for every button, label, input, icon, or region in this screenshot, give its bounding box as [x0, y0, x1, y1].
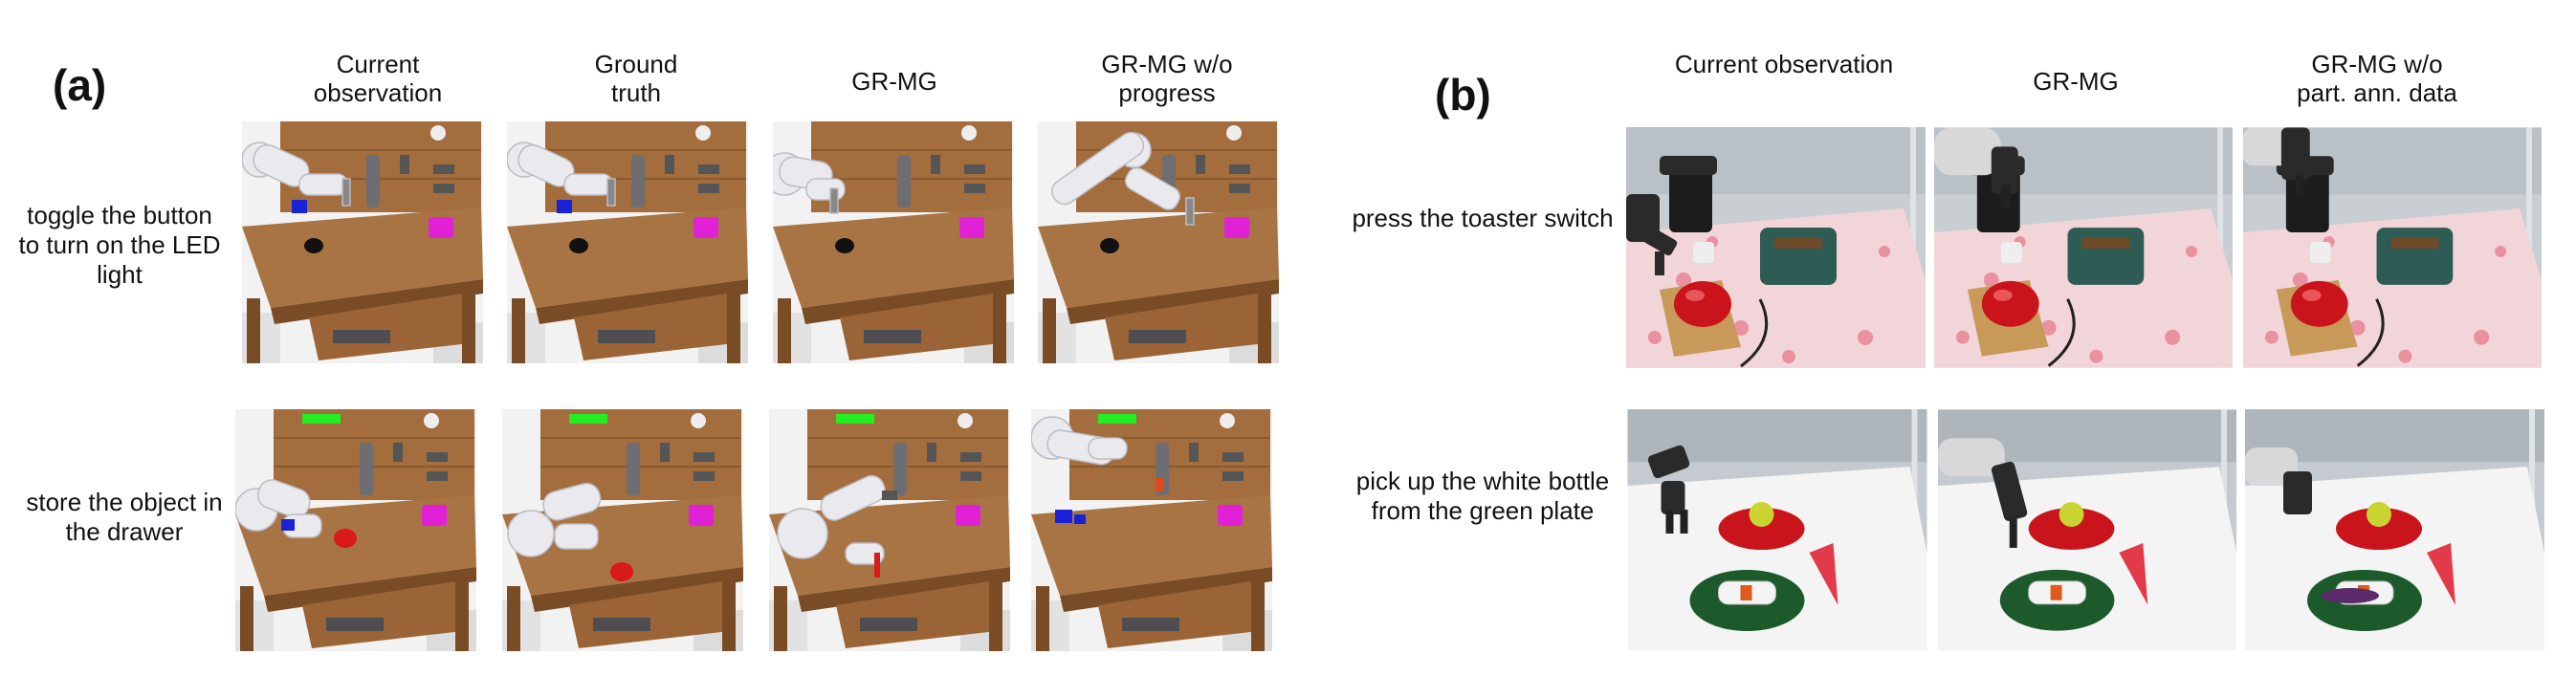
sim-frame-a-r1-gr-mg	[773, 121, 1014, 363]
real-frame-b-r1-wo-part-ann	[2243, 127, 2542, 368]
panel-a-row-toggle-button: toggle the button to turn on the LED lig…	[18, 201, 221, 289]
panel-b-col-current-observation: Current observation	[1674, 50, 1894, 78]
panel-b-col-gr-mg-wo-part-ann-data: GR-MG w/o part. ann. data	[2297, 50, 2457, 107]
sim-frame-a-r2-gr-mg	[769, 409, 1010, 651]
real-frame-b-r1-current	[1626, 127, 1926, 368]
panel-a-label: (a)	[53, 60, 107, 110]
panel-b-row-press-toaster: press the toaster switch	[1352, 204, 1614, 232]
sim-frame-a-r1-current	[242, 121, 483, 363]
real-frame-b-r2-current	[1626, 409, 1928, 650]
panel-a-col-ground-truth: Ground truth	[594, 50, 678, 107]
sim-frame-a-r2-ground-truth	[502, 409, 743, 651]
real-frame-b-r2-wo-part-ann	[2245, 409, 2544, 650]
sim-frame-a-r2-current	[235, 409, 476, 651]
sim-frame-a-r1-wo-progress	[1038, 121, 1279, 363]
panel-a-col-current-observation: Current observation	[313, 50, 443, 107]
panel-b-label: (b)	[1435, 70, 1491, 120]
panel-a-col-gr-mg-wo-progress: GR-MG w/o progress	[1101, 50, 1233, 107]
sim-frame-a-r1-ground-truth	[507, 121, 748, 363]
sim-frame-a-r2-wo-progress	[1031, 409, 1272, 651]
real-frame-b-r1-gr-mg	[1934, 127, 2233, 368]
panel-a-row-store-object: store the object in the drawer	[26, 488, 223, 546]
panel-b-col-gr-mg: GR-MG	[2033, 67, 2119, 96]
real-frame-b-r2-gr-mg	[1938, 409, 2236, 650]
panel-b-row-pick-up-bottle: pick up the white bottle from the green …	[1355, 467, 1610, 525]
panel-a-col-gr-mg: GR-MG	[851, 67, 937, 96]
